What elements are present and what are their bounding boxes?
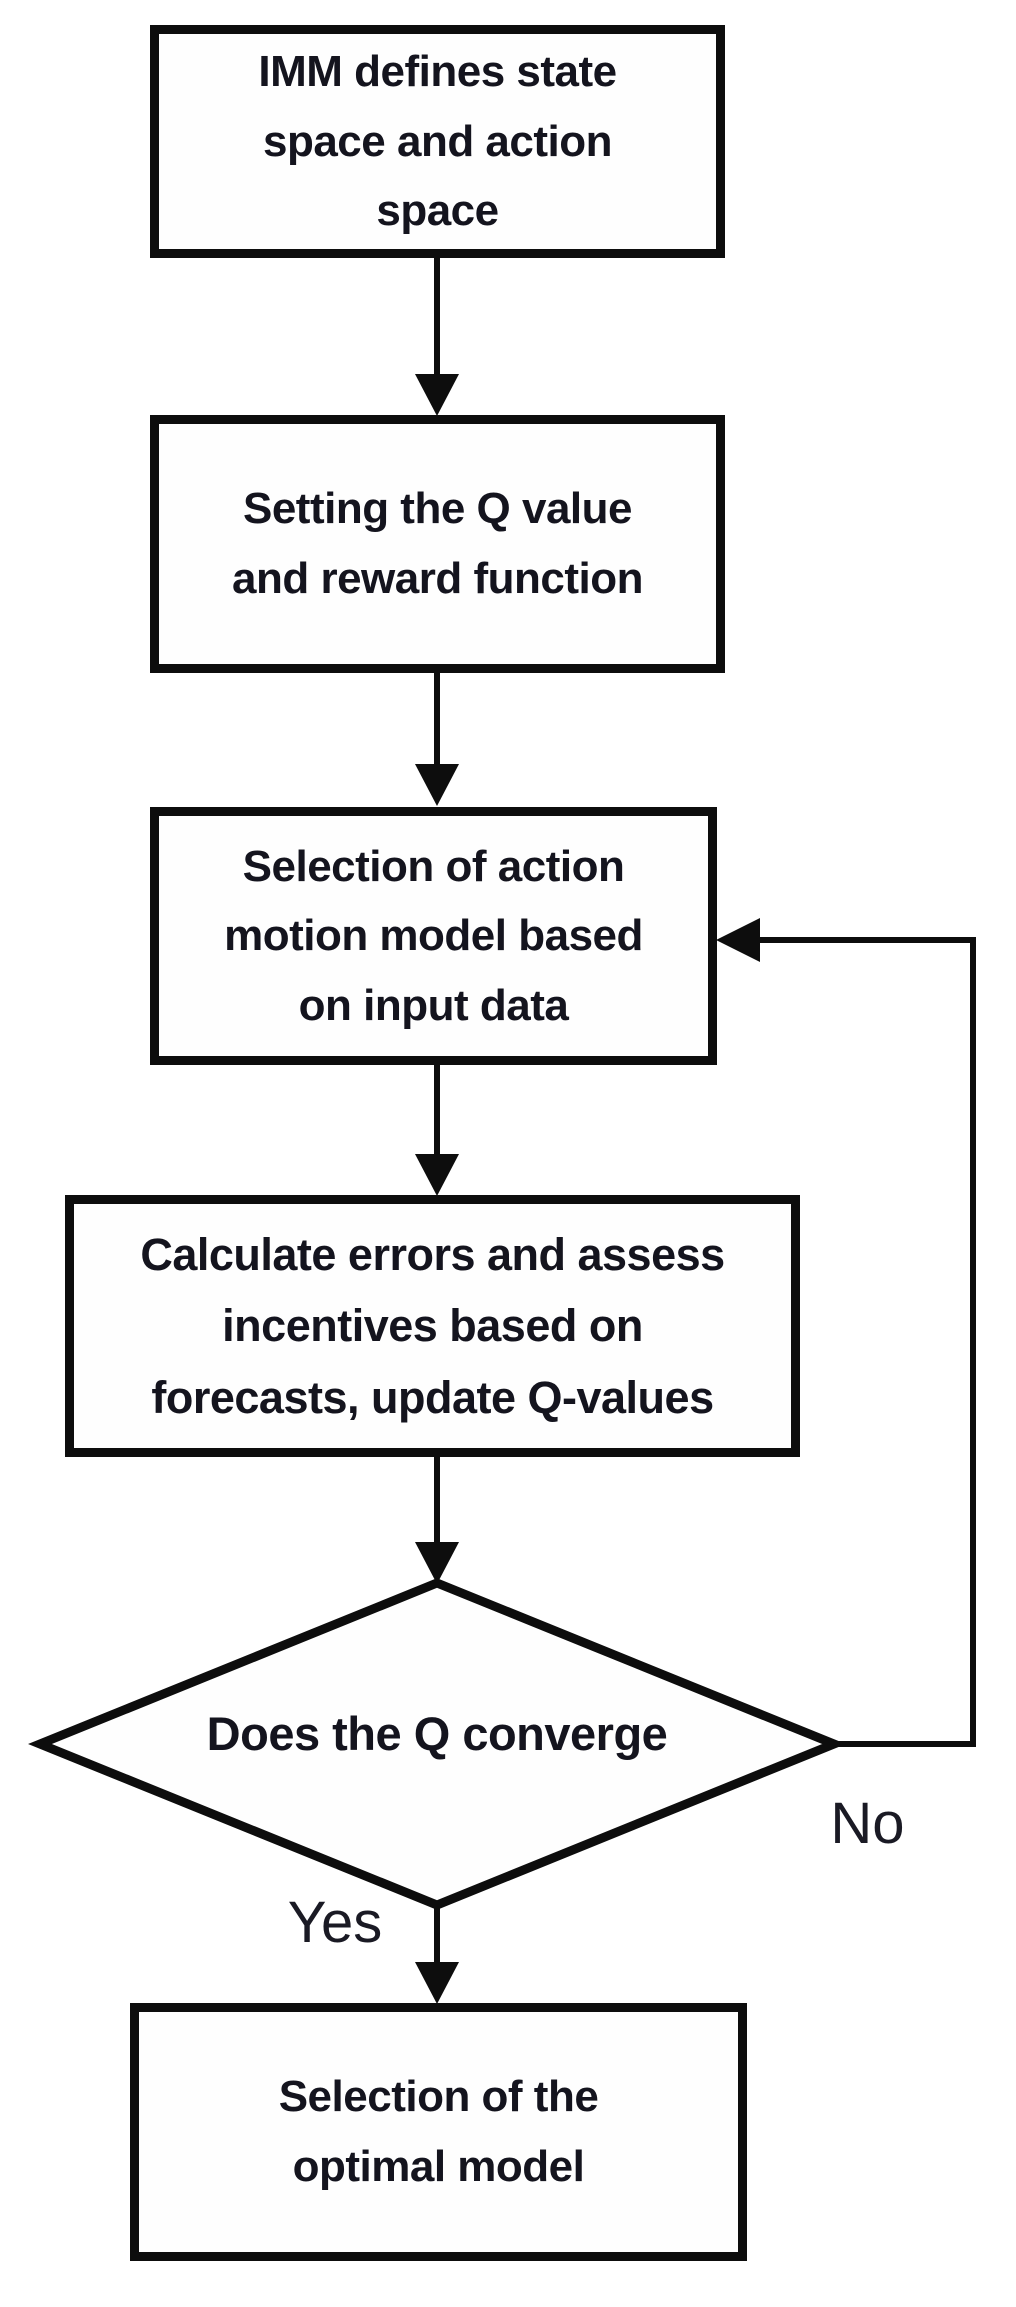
node-text-line: Setting the Q value <box>242 484 633 534</box>
node-text-line: Selection of the <box>278 2072 599 2122</box>
node-text-line: forecasts, update Q-values <box>151 1371 714 1423</box>
node-text-line: Calculate errors and assess <box>140 1229 725 1281</box>
node-setting-q-value-reward: Setting the Q value and reward function <box>150 415 725 673</box>
node-text-line: on input data <box>298 980 569 1030</box>
node-text-line: optimal model <box>292 2142 585 2191</box>
branch-label-yes: Yes <box>287 1890 383 1955</box>
node-calculate-errors-update-q: Calculate errors and assess incentives b… <box>65 1195 800 1457</box>
node-text-line: and reward function <box>232 554 643 603</box>
node-text-line: incentives based on <box>222 1300 643 1352</box>
arrow-calculate-to-converge <box>415 1457 459 1584</box>
node-text-line: motion model based <box>224 911 643 961</box>
arrow-define-to-setting <box>415 258 459 416</box>
decision-does-q-converge-label: Does the Q converge <box>206 1707 668 1760</box>
node-selection-action-motion-model: Selection of action motion model based o… <box>150 807 717 1065</box>
node-text-line: space <box>376 186 499 236</box>
arrow-selection-to-calculate <box>415 1065 459 1196</box>
arrow-converge-no-loop <box>716 918 976 1747</box>
arrow-setting-to-selection <box>415 673 459 806</box>
node-text-line: space and action <box>262 116 613 166</box>
node-text-line: Selection of action <box>242 841 625 891</box>
node-text-line: IMM defines state <box>258 47 617 97</box>
arrow-converge-yes-to-optimal <box>415 1905 459 2004</box>
branch-label-no: No <box>830 1791 905 1856</box>
node-selection-optimal-model: Selection of the optimal model <box>130 2003 747 2261</box>
node-imm-defines-state-action-space: IMM defines state space and action space <box>150 25 725 258</box>
